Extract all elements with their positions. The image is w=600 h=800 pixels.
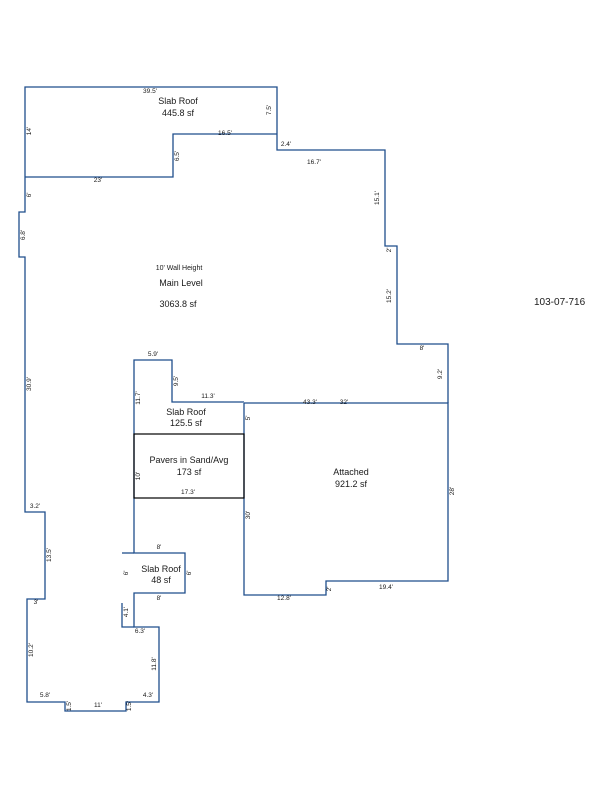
dim-label: 1.5' [66,701,73,711]
building-outline [18,86,449,712]
dim-label: 11.8' [151,657,158,670]
dim-label: 5.9' [148,351,158,358]
slab-roof-top-divider [25,133,277,178]
main-level-note: 10' Wall Height [156,265,203,272]
stub-lines [121,603,134,628]
parcel-id-label: 103-07-716 [534,297,586,308]
dim-label: 8' [157,544,162,551]
dim-label: 4.3' [143,692,153,699]
slab-roof-top-area: 445.8 sf [162,108,195,118]
dim-label: 15.2' [386,289,393,303]
dim-label: 16.7' [307,159,321,166]
dim-label: 8' [420,345,425,352]
dim-label: 17.3' [181,489,195,496]
dim-label: 14' [26,127,33,135]
dim-label: 3.2' [30,503,40,510]
slab-roof-small-name: Slab Roof [141,564,181,574]
dim-label: 2' [386,248,393,253]
dim-label: 6' [123,571,130,576]
dim-label: 30.9' [26,377,33,391]
dim-label: 3' [34,599,39,606]
dim-label: 11' [94,702,102,709]
attached-outline [243,402,449,596]
dim-label: 6.8' [20,230,27,240]
pavers-area: 173 sf [177,467,202,477]
slab-roof-top-name: Slab Roof [158,96,198,106]
dim-label: 43.3' [303,399,317,406]
dim-label: 11.7' [135,391,142,404]
dim-label: 8' [157,595,162,602]
dim-label: 11.3' [201,393,214,400]
dim-label: 23' [94,177,102,184]
dim-label: 7.5' [266,105,273,115]
dim-label: 5.8' [40,692,50,699]
slab-roof-mid-name: Slab Roof [166,407,206,417]
dim-label: 13.5' [46,548,53,562]
attached-name: Attached [333,467,369,477]
dim-label: 9.5' [173,376,180,386]
dim-label: 6.3' [135,628,145,635]
slab-roof-top-outline [24,86,449,403]
main-level-west-outline [18,177,244,712]
pavers-name: Pavers in Sand/Avg [150,455,229,465]
dim-label: 6' [26,193,33,198]
main-level-area: 3063.8 sf [159,299,197,309]
main-level-name: Main Level [159,278,203,288]
slab-roof-small-area: 48 sf [151,575,171,585]
dim-label: 10.2' [28,643,35,657]
dim-label: 1.5' [126,701,133,711]
dim-label: 32' [340,399,348,406]
dim-label: 2.4' [281,141,291,148]
slab-roof-mid-area: 125.5 sf [170,418,203,428]
dim-label: 15.1' [374,191,381,205]
dim-label: 10' [135,472,142,480]
dim-label: 16.5' [218,130,232,137]
dim-label: 6.5' [174,151,181,161]
dim-label: 12.8' [277,595,291,602]
dim-label: 5' [245,416,252,421]
dim-label: 2' [326,587,333,592]
dim-label: 4.1' [123,607,130,617]
dim-label: 9.2' [437,369,444,379]
dim-label: 39.5' [143,88,157,95]
attached-area: 921.2 sf [335,479,368,489]
dim-label: 19.4' [379,584,393,591]
dim-label: 6' [186,571,193,576]
dim-label: 28' [449,487,456,495]
dim-label: 30' [245,511,252,519]
pavers-outline [133,433,245,499]
